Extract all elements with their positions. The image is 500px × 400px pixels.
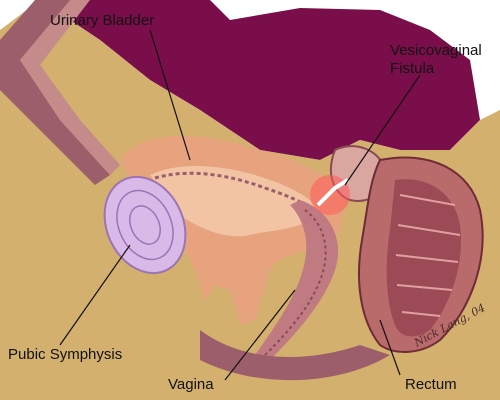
pubic-symphysis-bone bbox=[103, 175, 187, 275]
leader-rectum bbox=[379, 319, 401, 376]
anterior-wall-muscle bbox=[0, 0, 110, 185]
label-urinary-bladder: Urinary Bladder bbox=[50, 12, 155, 29]
fistula-tract bbox=[316, 178, 350, 207]
rectum-folds bbox=[395, 194, 461, 317]
label-vagina: Vagina bbox=[168, 376, 214, 393]
leader-bladder bbox=[149, 29, 191, 161]
perineal-muscle bbox=[200, 330, 390, 381]
bladder-rugae bbox=[154, 171, 320, 215]
leader-vagina bbox=[224, 289, 296, 381]
label-vesicovaginal-fistula-line2: Fistula bbox=[390, 60, 435, 77]
abdominal-cavity bbox=[40, 0, 480, 160]
pubic-symphysis-ring bbox=[116, 189, 174, 261]
anterior-wall-fascia bbox=[20, 0, 120, 175]
label-rectum: Rectum bbox=[405, 376, 457, 393]
vagina-canal bbox=[255, 200, 339, 360]
pubic-symphysis-ring-inner bbox=[129, 205, 161, 245]
label-vesicovaginal-fistula-line1: Vesicovaginal bbox=[390, 42, 482, 59]
leader-pubic bbox=[59, 244, 131, 346]
bladder-lumen bbox=[150, 165, 320, 237]
leader-fistula bbox=[344, 74, 421, 186]
label-pubic-symphysis: Pubic Symphysis bbox=[8, 346, 123, 363]
